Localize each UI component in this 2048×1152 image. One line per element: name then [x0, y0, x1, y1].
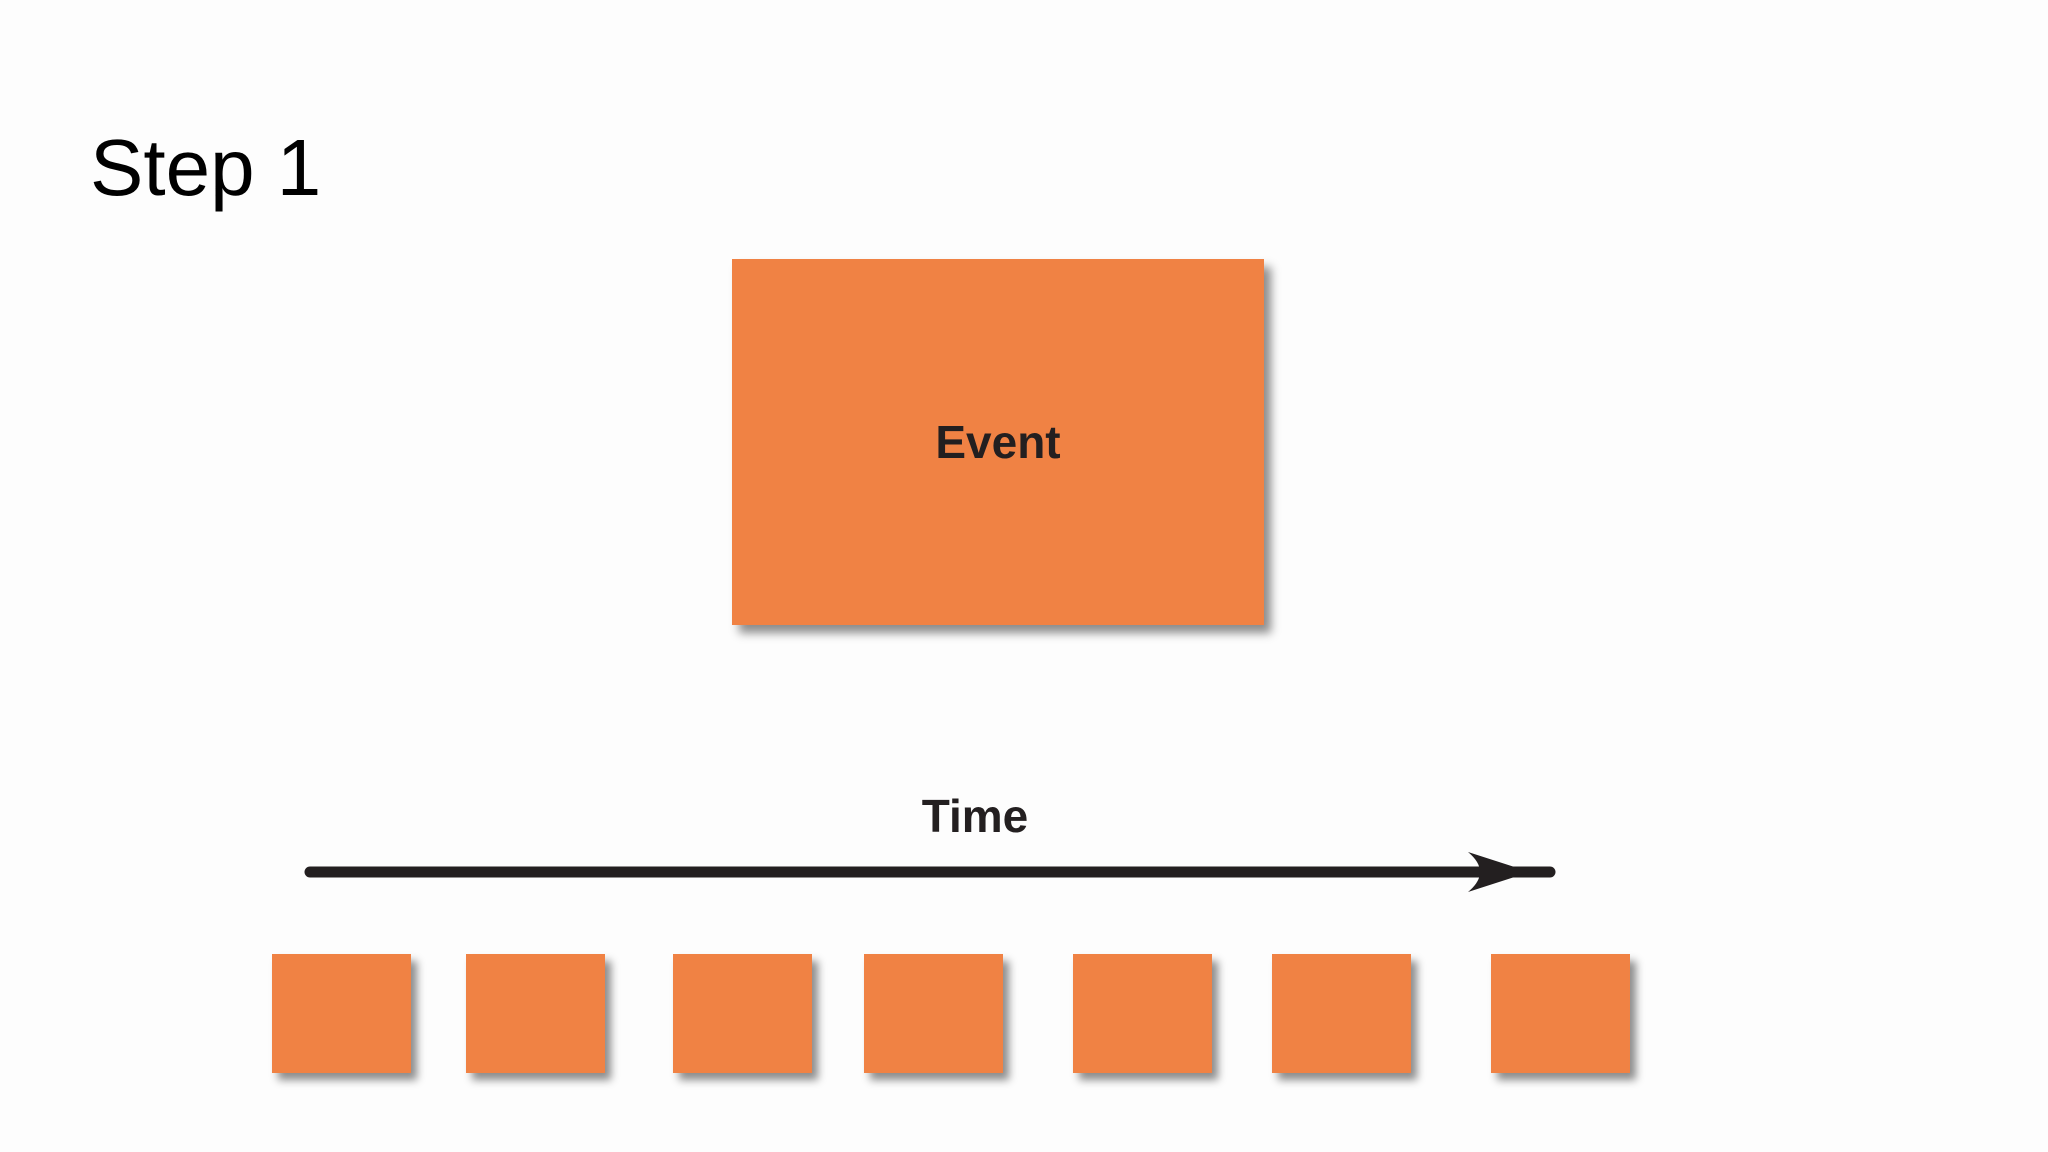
time-slot-2	[466, 954, 605, 1073]
time-slot-5	[1073, 954, 1212, 1073]
time-slot-3	[673, 954, 812, 1073]
time-slot-1	[272, 954, 411, 1073]
event-block: Event	[732, 259, 1264, 625]
event-label: Event	[935, 416, 1061, 468]
time-arrow-head	[1468, 852, 1530, 892]
time-slot-6	[1272, 954, 1411, 1073]
slide-title: Step 1	[90, 123, 322, 212]
time-arrow	[304, 852, 1556, 892]
time-slot-4	[864, 954, 1003, 1073]
time-slot-7	[1491, 954, 1630, 1073]
time-label: Time	[921, 790, 1029, 842]
